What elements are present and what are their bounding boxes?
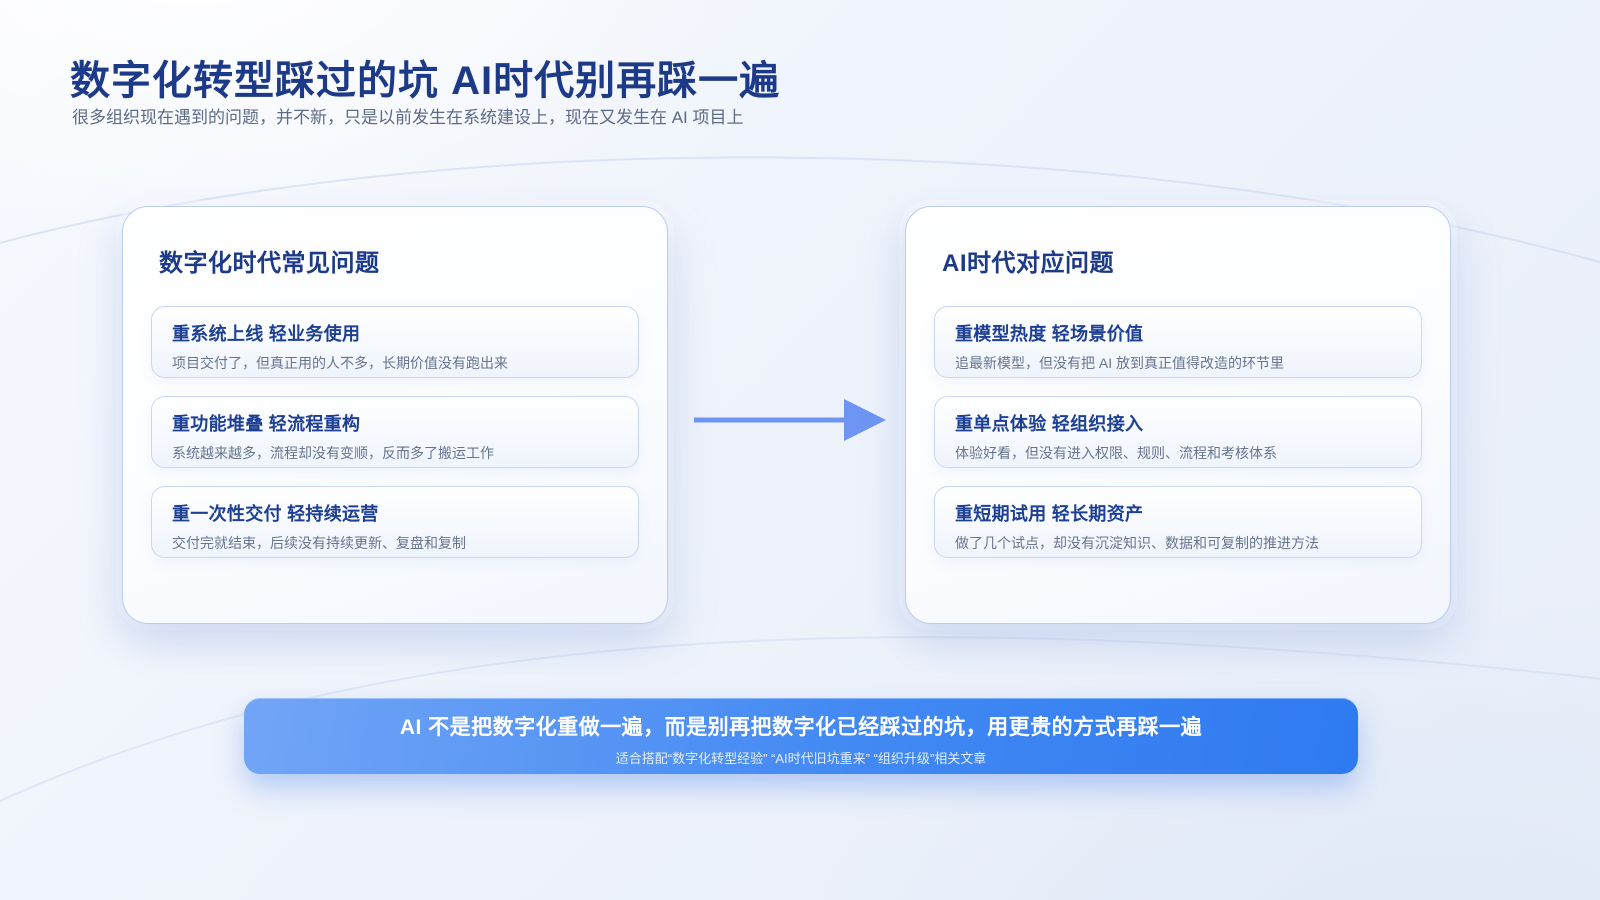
item-desc: 交付完就结束，后续没有持续更新、复盘和复制 [172, 535, 466, 551]
arrow-right-icon [694, 399, 886, 441]
list-item: 重单点体验 轻组织接入 体验好看，但没有进入权限、规则、流程和考核体系 [934, 396, 1422, 468]
page-subtitle: 很多组织现在遇到的问题，并不新，只是以前发生在系统建设上，现在又发生在 AI 项… [72, 108, 744, 127]
item-desc: 做了几个试点，却没有沉淀知识、数据和可复制的推进方法 [955, 535, 1319, 551]
digital-era-panel-title: 数字化时代常见问题 [159, 250, 380, 277]
list-item: 重短期试用 轻长期资产 做了几个试点，却没有沉淀知识、数据和可复制的推进方法 [934, 486, 1422, 558]
page-title: 数字化转型踩过的坑 AI时代别再踩一遍 [70, 59, 781, 103]
ai-era-panel-title: AI时代对应问题 [942, 250, 1114, 277]
item-desc: 项目交付了，但真正用的人不多，长期价值没有跑出来 [172, 355, 508, 371]
list-item: 重功能堆叠 轻流程重构 系统越来越多，流程却没有变顺，反而多了搬运工作 [151, 396, 639, 468]
ai-era-panel: AI时代对应问题 重模型热度 轻场景价值 追最新模型，但没有把 AI 放到真正值… [905, 206, 1451, 624]
item-desc: 追最新模型，但没有把 AI 放到真正值得改造的环节里 [955, 355, 1285, 371]
item-title: 重单点体验 轻组织接入 [955, 414, 1144, 434]
item-desc: 系统越来越多，流程却没有变顺，反而多了搬运工作 [172, 445, 494, 461]
banner-headline: AI 不是把数字化重做一遍，而是别再把数字化已经踩过的坑，用更贵的方式再踩一遍 [399, 716, 1203, 739]
item-title: 重一次性交付 轻持续运营 [172, 504, 379, 524]
list-item: 重一次性交付 轻持续运营 交付完就结束，后续没有持续更新、复盘和复制 [151, 486, 639, 558]
list-item: 重系统上线 轻业务使用 项目交付了，但真正用的人不多，长期价值没有跑出来 [151, 306, 639, 378]
item-title: 重模型热度 轻场景价值 [955, 324, 1144, 344]
summary-banner: AI 不是把数字化重做一遍，而是别再把数字化已经踩过的坑，用更贵的方式再踩一遍 … [244, 698, 1358, 774]
item-desc: 体验好看，但没有进入权限、规则、流程和考核体系 [955, 445, 1277, 461]
digital-era-panel: 数字化时代常见问题 重系统上线 轻业务使用 项目交付了，但真正用的人不多，长期价… [122, 206, 668, 624]
item-title: 重系统上线 轻业务使用 [172, 324, 361, 344]
list-item: 重模型热度 轻场景价值 追最新模型，但没有把 AI 放到真正值得改造的环节里 [934, 306, 1422, 378]
item-title: 重短期试用 轻长期资产 [955, 504, 1144, 524]
banner-subline: 适合搭配“数字化转型经验” “AI时代旧坑重来” “组织升级”相关文章 [615, 751, 987, 766]
item-title: 重功能堆叠 轻流程重构 [172, 414, 361, 434]
